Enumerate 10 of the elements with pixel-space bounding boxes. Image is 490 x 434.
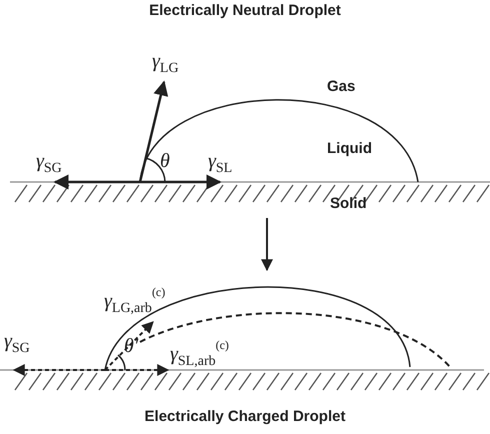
phase-label: Gas <box>327 78 356 95</box>
surface-tension-label: γ$_{SG}$ <box>4 330 30 357</box>
diagram-caption: Electrically Charged Droplet <box>144 408 346 425</box>
diagram-title: Electrically Neutral Droplet <box>148 2 342 19</box>
surface-tension-label: γ$_{LG}$ <box>152 50 179 77</box>
surface-tension-label: γ$_{SL}$ <box>208 150 232 177</box>
surface-tension-label: γ$_{SG}$ <box>36 150 62 177</box>
phase-label: Solid <box>330 195 367 212</box>
phase-label: Liquid <box>327 140 372 157</box>
angle-label: θ <box>160 150 170 173</box>
